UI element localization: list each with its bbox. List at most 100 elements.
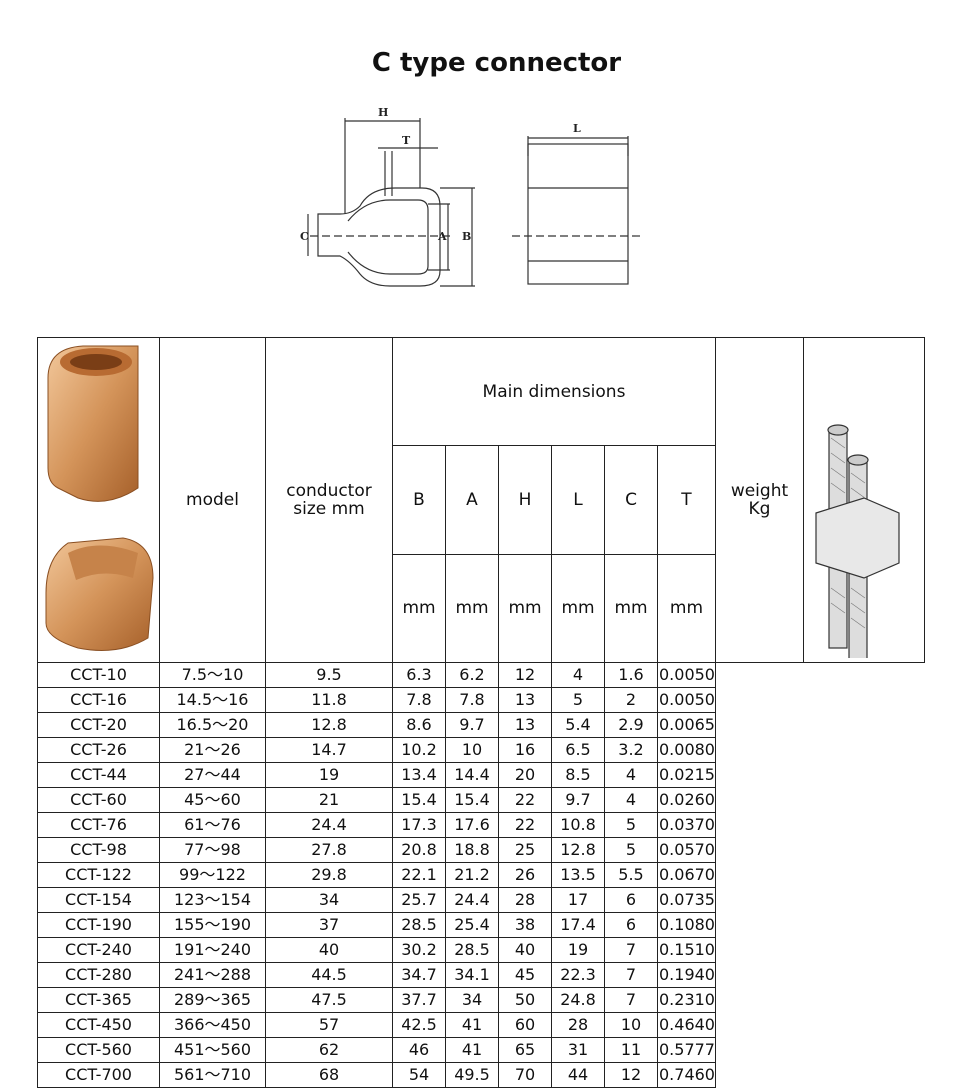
cell-weight: 0.2310 xyxy=(657,987,716,1013)
cell-model: CCT-560 xyxy=(37,1037,160,1063)
cell-model: CCT-20 xyxy=(37,712,160,738)
cell-t: 3.2 xyxy=(604,737,658,763)
cell-t: 7 xyxy=(604,937,658,963)
header-weight-line1: weight xyxy=(730,481,789,501)
cell-c: 24.8 xyxy=(551,987,605,1013)
header-dim-a: A xyxy=(445,445,499,555)
cell-c: 10.8 xyxy=(551,812,605,838)
cell-c: 9.7 xyxy=(551,787,605,813)
copper-connector-photo xyxy=(37,337,160,663)
cell-a: 15.4 xyxy=(392,787,446,813)
cell-conductor-size: 241～288 xyxy=(159,962,266,988)
cell-conductor-size: 16.5～20 xyxy=(159,712,266,738)
cell-a: 10.2 xyxy=(392,737,446,763)
label-t: T xyxy=(402,134,411,147)
cell-l: 40 xyxy=(498,937,552,963)
cell-weight: 0.0735 xyxy=(657,887,716,913)
cell-conductor-size: 561～710 xyxy=(159,1062,266,1088)
cell-c: 8.5 xyxy=(551,762,605,788)
cell-b: 57 xyxy=(265,1012,393,1038)
cell-model: CCT-16 xyxy=(37,687,160,713)
header-model: model xyxy=(159,337,266,663)
cell-c: 13.5 xyxy=(551,862,605,888)
cell-model: CCT-10 xyxy=(37,662,160,688)
cell-weight: 0.0570 xyxy=(657,837,716,863)
cell-h: 9.7 xyxy=(445,712,499,738)
cell-a: 17.3 xyxy=(392,812,446,838)
cell-model: CCT-280 xyxy=(37,962,160,988)
cell-conductor-size: 61～76 xyxy=(159,812,266,838)
header-dim-t: T xyxy=(657,445,716,555)
cell-conductor-size: 27～44 xyxy=(159,762,266,788)
cell-l: 22 xyxy=(498,787,552,813)
cell-h: 28.5 xyxy=(445,937,499,963)
label-c: C xyxy=(300,230,309,243)
connector-cable-picture xyxy=(815,424,900,662)
cell-l: 20 xyxy=(498,762,552,788)
header-dim-b: B xyxy=(392,445,446,555)
cell-c: 44 xyxy=(551,1062,605,1088)
header-dim-c: C xyxy=(604,445,658,555)
cell-a: 46 xyxy=(392,1037,446,1063)
cell-weight: 0.1940 xyxy=(657,962,716,988)
cell-h: 10 xyxy=(445,737,499,763)
cell-weight: 0.0050 xyxy=(657,662,716,688)
cell-weight: 0.0670 xyxy=(657,862,716,888)
cell-model: CCT-60 xyxy=(37,787,160,813)
cell-model: CCT-365 xyxy=(37,987,160,1013)
cell-a: 8.6 xyxy=(392,712,446,738)
cell-l: 60 xyxy=(498,1012,552,1038)
cell-model: CCT-154 xyxy=(37,887,160,913)
cell-l: 13 xyxy=(498,687,552,713)
cell-model: CCT-450 xyxy=(37,1012,160,1038)
cell-t: 11 xyxy=(604,1037,658,1063)
cell-model: CCT-240 xyxy=(37,937,160,963)
cell-l: 25 xyxy=(498,837,552,863)
cell-h: 6.2 xyxy=(445,662,499,688)
connector-drawing: H T C A B L xyxy=(300,106,642,287)
cell-weight: 0.0080 xyxy=(657,737,716,763)
copper-connector-picture xyxy=(45,345,154,651)
cell-l: 22 xyxy=(498,812,552,838)
cell-conductor-size: 123～154 xyxy=(159,887,266,913)
header-unit: mm xyxy=(657,553,716,664)
cell-b: 24.4 xyxy=(265,812,393,838)
cell-h: 7.8 xyxy=(445,687,499,713)
cell-model: CCT-700 xyxy=(37,1062,160,1088)
header-conductor-line2: size mm xyxy=(293,499,365,519)
cell-b: 62 xyxy=(265,1037,393,1063)
cell-t: 2.9 xyxy=(604,712,658,738)
label-b: B xyxy=(462,230,471,243)
cell-b: 40 xyxy=(265,937,393,963)
cell-b: 37 xyxy=(265,912,393,938)
cell-weight: 0.0370 xyxy=(657,812,716,838)
cell-h: 41 xyxy=(445,1012,499,1038)
cell-h: 24.4 xyxy=(445,887,499,913)
cell-weight: 0.0050 xyxy=(657,687,716,713)
cell-h: 41 xyxy=(445,1037,499,1063)
cell-model: CCT-76 xyxy=(37,812,160,838)
cell-t: 4 xyxy=(604,787,658,813)
header-unit: mm xyxy=(498,553,552,664)
cell-t: 7 xyxy=(604,987,658,1013)
header-unit: mm xyxy=(392,553,446,664)
cell-a: 20.8 xyxy=(392,837,446,863)
cell-a: 34.7 xyxy=(392,962,446,988)
cell-l: 12 xyxy=(498,662,552,688)
header-unit: mm xyxy=(551,553,605,664)
cell-conductor-size: 7.5～10 xyxy=(159,662,266,688)
cell-a: 54 xyxy=(392,1062,446,1088)
cell-b: 27.8 xyxy=(265,837,393,863)
header-conductor-line1: conductor xyxy=(286,481,372,501)
cell-b: 14.7 xyxy=(265,737,393,763)
cell-b: 21 xyxy=(265,787,393,813)
page-title: C type connector xyxy=(371,48,622,78)
